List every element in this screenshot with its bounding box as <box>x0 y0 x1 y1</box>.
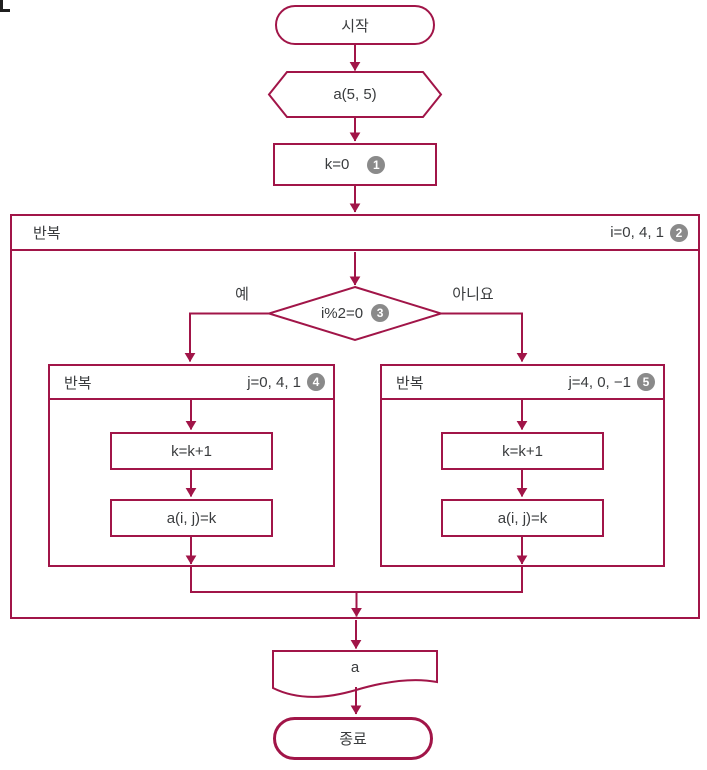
right-loop-range-group: j=4, 0, −1 5 <box>568 373 655 391</box>
arrow-yes-branch <box>184 312 269 362</box>
right-loop-box: 반복 j=4, 0, −1 5 <box>380 364 665 567</box>
init-label: k=0 <box>324 156 350 173</box>
step-badge-1: 1 <box>367 155 386 174</box>
decision-diamond <box>265 285 445 342</box>
left-loop-range: j=0, 4, 1 <box>247 373 301 391</box>
end-label: 종료 <box>339 731 367 748</box>
left-loop-keyword: 반복 <box>64 374 92 392</box>
left-loop-header: 반복 j=0, 4, 1 4 <box>50 366 333 400</box>
decision-label-group: i%2=0 3 <box>269 288 441 338</box>
outer-loop-range: i=0, 4, 1 <box>610 224 664 241</box>
start-label: 시작 <box>341 17 369 35</box>
step-badge-3: 3 <box>371 304 390 322</box>
end-terminal: 종료 <box>273 717 433 760</box>
no-branch-label: 아니요 <box>452 285 494 303</box>
right-loop-range: j=4, 0, −1 <box>568 373 631 391</box>
outer-loop-keyword: 반복 <box>33 225 61 242</box>
step-badge-5: 5 <box>637 373 655 391</box>
left-step-assign: a(i, j)=k <box>110 499 273 537</box>
left-loop-box: 반복 j=0, 4, 1 4 <box>48 364 335 567</box>
outer-loop-range-group: i=0, 4, 1 2 <box>610 223 688 242</box>
cropped-corner-glyph <box>0 0 10 12</box>
outer-loop-header: 반복 i=0, 4, 1 2 <box>12 216 698 251</box>
arrow-no-branch <box>441 312 528 362</box>
right-step-assign: a(i, j)=k <box>441 499 604 537</box>
right-loop-header: 반복 j=4, 0, −1 5 <box>382 366 663 400</box>
init-process: k=0 1 <box>273 143 437 186</box>
right-step-increment: k=k+1 <box>441 432 604 470</box>
yes-branch-label: 예 <box>235 285 249 303</box>
right-step-assign-label: a(i, j)=k <box>497 509 548 527</box>
right-step-increment-label: k=k+1 <box>502 442 543 460</box>
left-step-assign-label: a(i, j)=k <box>166 509 217 527</box>
outer-loop-box: 반복 i=0, 4, 1 2 <box>10 214 700 619</box>
step-badge-4: 4 <box>307 373 325 391</box>
declare-label: a(5, 5) <box>269 72 441 117</box>
output-label: a <box>350 659 360 676</box>
left-step-increment-label: k=k+1 <box>171 442 212 460</box>
decision-condition: i%2=0 <box>320 304 364 322</box>
left-loop-range-group: j=0, 4, 1 4 <box>247 373 325 391</box>
right-loop-keyword: 반복 <box>396 374 424 392</box>
start-terminal: 시작 <box>275 5 435 45</box>
left-step-increment: k=k+1 <box>110 432 273 470</box>
step-badge-2: 2 <box>670 223 688 242</box>
declare-text: a(5, 5) <box>333 86 377 103</box>
declare-hexagon <box>267 71 443 118</box>
